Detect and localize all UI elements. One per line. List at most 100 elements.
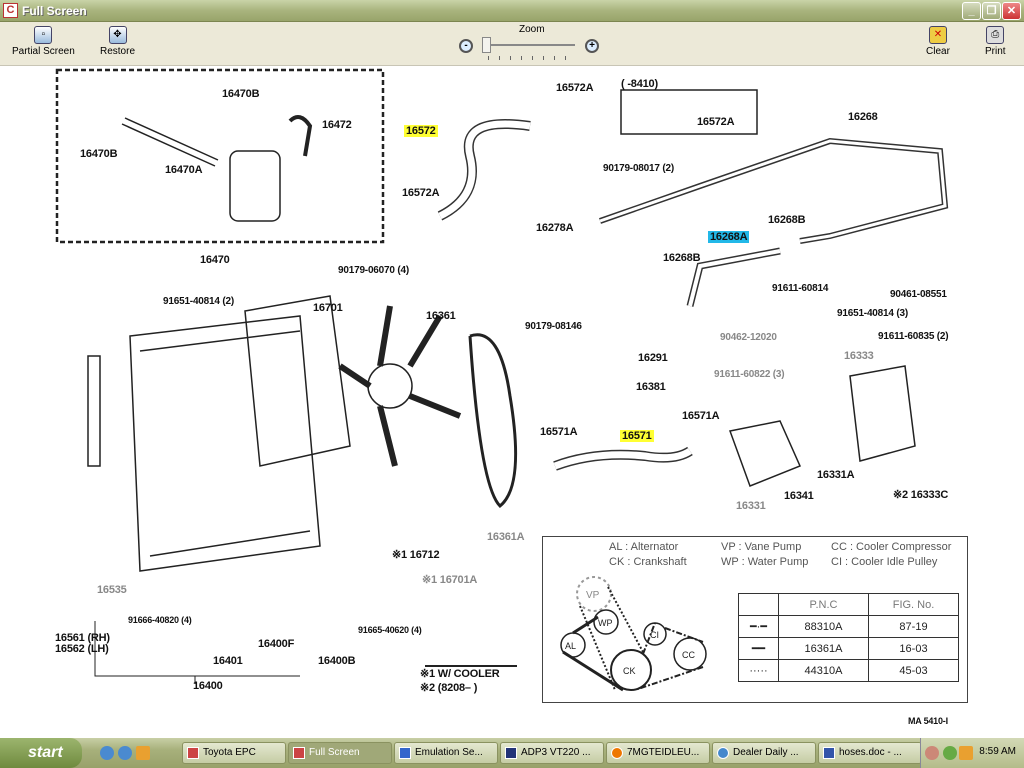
part-label[interactable]: 90462-12020 <box>720 332 777 343</box>
part-label[interactable]: 91651-40814 (3) <box>837 308 908 319</box>
fig-cell: 87-19 <box>868 615 959 638</box>
part-label[interactable]: 16341 <box>784 490 814 502</box>
task-toyota-epc[interactable]: Toyota EPC <box>182 742 286 764</box>
part-label[interactable]: 16278A <box>536 222 574 234</box>
part-label[interactable]: 16268B <box>768 214 806 226</box>
part-label[interactable]: 16571A <box>682 410 720 422</box>
app-icon <box>399 747 411 759</box>
part-label[interactable]: 16572A <box>556 82 594 94</box>
part-label[interactable]: 90179-06070 (4) <box>338 265 409 276</box>
part-label[interactable]: 16561 (RH) <box>55 632 110 644</box>
task-full-screen[interactable]: Full Screen <box>288 742 392 764</box>
table-header: FIG. No. <box>868 593 959 616</box>
task-emulation[interactable]: Emulation Se... <box>394 742 498 764</box>
restore-button[interactable]: ✥Restore <box>100 26 135 57</box>
housing-16333 <box>849 365 916 462</box>
part-label[interactable]: 16381 <box>636 381 666 393</box>
part-label[interactable]: 16361A <box>487 531 525 543</box>
part-label[interactable]: 16400F <box>258 638 295 650</box>
line-style-solid: ━━ <box>738 637 779 660</box>
part-label[interactable]: 16400B <box>318 655 356 667</box>
zoom-out-icon[interactable]: - <box>459 39 473 53</box>
part-label[interactable]: 91611-60814 <box>772 283 829 294</box>
start-button[interactable]: start <box>0 738 82 768</box>
part-label[interactable]: 16400 <box>193 680 223 692</box>
start-label: start <box>28 744 63 761</box>
fan-shroud <box>244 295 351 467</box>
restore-icon: ✥ <box>108 26 127 44</box>
part-label[interactable]: 16470A <box>165 164 203 176</box>
legend-abbr: CK : Crankshaft <box>609 556 687 568</box>
clear-button[interactable]: ✕Clear <box>926 26 950 57</box>
task-label: hoses.doc - ... <box>839 747 902 758</box>
water-inlet-16331 <box>728 420 802 487</box>
part-label[interactable]: 16701 <box>313 302 343 314</box>
part-label[interactable]: 16535 <box>97 584 127 596</box>
app-icon <box>505 747 517 759</box>
maximize-button[interactable]: ❐ <box>982 2 1001 20</box>
part-label[interactable]: 91666-40820 (4) <box>128 615 192 625</box>
network-icon[interactable] <box>943 746 957 760</box>
part-label[interactable]: 16562 (LH) <box>55 643 109 655</box>
fig-cell: 16-03 <box>868 637 959 660</box>
part-label[interactable]: 16291 <box>638 352 668 364</box>
pulley-label: CI <box>650 630 659 640</box>
line-style-dash-dot: ━·━ <box>738 615 779 638</box>
pnc-cell: 44310A <box>778 659 869 682</box>
task-label: Full Screen <box>309 747 360 758</box>
part-label[interactable]: 16331A <box>817 469 855 481</box>
part-label[interactable]: 16470B <box>80 148 118 160</box>
pulley-wp <box>593 609 619 635</box>
tray-app-icon[interactable] <box>959 746 973 760</box>
ie-quicklaunch-icon[interactable] <box>100 746 114 760</box>
toolbar: ▫Partial Screen ✥Restore Zoom - + ✕Clear… <box>0 22 1024 66</box>
task-firefox[interactable]: 7MGTEIDLEU... <box>606 742 710 764</box>
part-label[interactable]: 16331 <box>736 500 766 512</box>
part-label[interactable]: 16472 <box>322 119 352 131</box>
close-button[interactable]: ✕ <box>1002 2 1021 20</box>
part-label[interactable]: 90179-08146 <box>525 321 582 332</box>
zoom-slider-track[interactable] <box>487 44 575 46</box>
part-label[interactable]: ※2 16333C <box>893 489 949 501</box>
part-label[interactable]: 91651-40814 (2) <box>163 296 234 307</box>
task-hoses-doc[interactable]: hoses.doc - ... <box>818 742 922 764</box>
part-label-highlighted[interactable]: 16571 <box>620 430 654 442</box>
part-label[interactable]: 16572A <box>402 187 440 199</box>
task-label: Emulation Se... <box>415 747 483 758</box>
part-label[interactable]: 16361 <box>426 310 456 322</box>
part-label[interactable]: 90461-08551 <box>890 289 947 300</box>
part-label[interactable]: 16333 <box>844 350 874 362</box>
part-label-highlighted[interactable]: 16572 <box>404 125 438 137</box>
part-label[interactable]: 16470B <box>222 88 260 100</box>
part-label-highlighted[interactable]: 16268A <box>708 231 750 243</box>
part-label[interactable]: ※1 16701A <box>422 574 478 586</box>
zoom-slider-thumb[interactable] <box>482 37 491 53</box>
part-label[interactable]: 90179-08017 (2) <box>603 163 674 174</box>
pulley-label: AL <box>565 641 576 651</box>
clock-quicklaunch-icon[interactable] <box>136 746 150 760</box>
minimize-button[interactable]: _ <box>962 2 981 20</box>
part-label[interactable]: 16572A <box>697 116 735 128</box>
part-label[interactable]: 16571A <box>540 426 578 438</box>
legend-abbr: WP : Water Pump <box>721 556 809 568</box>
part-label[interactable]: 16470 <box>200 254 230 266</box>
print-button[interactable]: ⎙Print <box>985 26 1006 57</box>
part-label[interactable]: 16268B <box>663 252 701 264</box>
part-label[interactable]: 16268 <box>848 111 878 123</box>
belt-legend-box: AL : Alternator VP : Vane Pump CC : Cool… <box>542 536 968 703</box>
part-label[interactable]: ※1 16712 <box>392 549 440 561</box>
browser-quicklaunch-icon[interactable] <box>118 746 132 760</box>
task-dealer-daily[interactable]: Dealer Daily ... <box>712 742 816 764</box>
drive-belt-16361a <box>468 333 518 509</box>
task-adp3[interactable]: ADP3 VT220 ... <box>500 742 604 764</box>
tray-expand-icon[interactable] <box>925 746 939 760</box>
part-label[interactable]: 91611-60822 (3) <box>714 369 785 380</box>
part-label[interactable]: 16401 <box>213 655 243 667</box>
partial-screen-button[interactable]: ▫Partial Screen <box>12 26 75 57</box>
zoom-in-icon[interactable]: + <box>585 39 599 53</box>
part-label[interactable]: 91611-60835 (2) <box>878 331 949 342</box>
part-label[interactable]: 91665-40620 (4) <box>358 625 422 635</box>
clock[interactable]: 8:59 AM <box>979 746 1016 757</box>
parts-diagram[interactable]: 16470B 16472 16470B 16470A 16470 16572 1… <box>0 66 1024 738</box>
reservoir-tank <box>229 150 281 222</box>
